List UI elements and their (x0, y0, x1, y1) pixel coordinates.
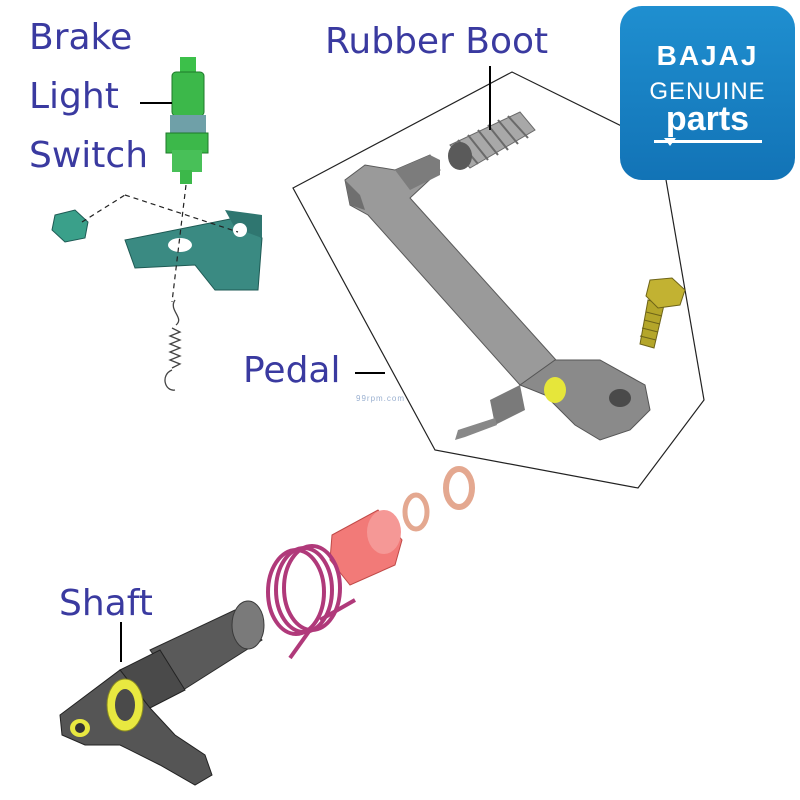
torsion-spring (266, 544, 356, 660)
brake-light-switch-label-line1: Brake (29, 17, 133, 58)
pedal-assembly-outline (292, 71, 705, 489)
bracket (124, 210, 263, 291)
brake-light-switch-label-line2: Light (29, 76, 119, 117)
rubber-boot-label: Rubber Boot (325, 21, 549, 62)
nut (51, 209, 89, 243)
bolt (639, 277, 686, 349)
shaft (59, 600, 265, 786)
logo-underline (654, 140, 762, 143)
pedal-label: Pedal (243, 350, 341, 391)
logo-genuine: GENUINE (649, 78, 766, 105)
return-spring (164, 299, 182, 391)
shaft-label: Shaft (59, 583, 153, 624)
brake-light-switch (165, 57, 209, 184)
logo-tick-icon (664, 138, 676, 146)
watermark: 99rpm.com (356, 394, 406, 403)
washer-2 (402, 492, 430, 532)
logo-parts: parts (665, 100, 750, 138)
washer-1 (443, 466, 475, 510)
bajaj-genuine-parts-logo: BAJAJ GENUINE parts (620, 6, 795, 180)
collar (329, 509, 403, 586)
pedal (344, 154, 651, 441)
logo-brand: BAJAJ (656, 40, 759, 71)
brake-light-switch-label-line3: Switch (29, 135, 149, 176)
rubber-boot (448, 111, 536, 170)
dashed-guides (81, 184, 239, 303)
